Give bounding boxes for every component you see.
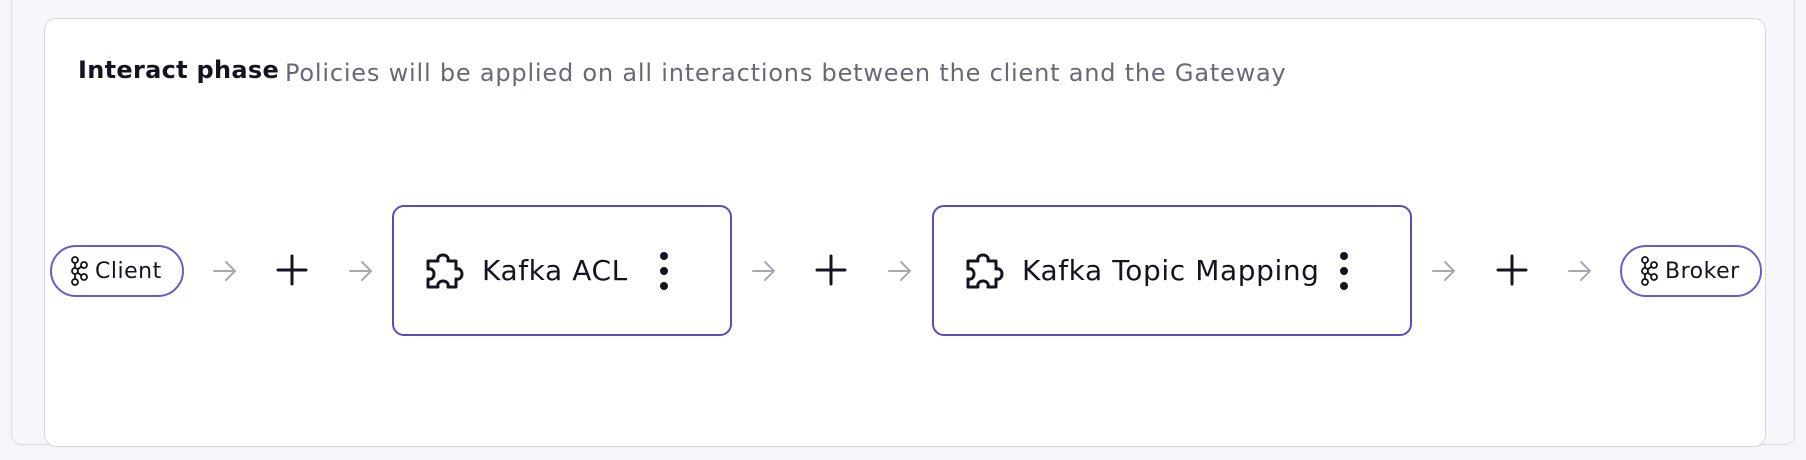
kafka-icon (1641, 256, 1658, 286)
policy-name: Kafka ACL (482, 254, 628, 287)
add-policy-button[interactable] (813, 252, 849, 288)
phase-title: Interact phase (78, 56, 280, 84)
interact-phase-card (44, 18, 1766, 447)
policy-step-kafka-topic-mapping[interactable]: Kafka Topic Mapping (932, 205, 1412, 336)
arrow-right-icon (213, 261, 236, 281)
policy-step-kafka-acl[interactable]: Kafka ACL (392, 205, 732, 336)
phase-description: Policies will be applied on all interact… (285, 59, 1287, 87)
add-policy-button[interactable] (1494, 252, 1530, 288)
policy-name: Kafka Topic Mapping (1022, 254, 1320, 287)
arrow-right-icon (888, 261, 911, 281)
add-policy-button[interactable] (274, 252, 310, 288)
broker-endpoint: Broker (1620, 245, 1762, 297)
client-label: Client (95, 258, 162, 284)
client-endpoint: Client (50, 245, 184, 297)
more-vertical-icon[interactable] (1334, 249, 1354, 293)
broker-label: Broker (1665, 258, 1740, 284)
more-vertical-icon[interactable] (654, 249, 674, 293)
arrow-right-icon (752, 261, 775, 281)
arrow-right-icon (1432, 261, 1455, 281)
puzzle-piece-icon (966, 253, 1004, 288)
arrow-right-icon (349, 261, 372, 281)
arrow-right-icon (1568, 261, 1591, 281)
kafka-icon (71, 256, 88, 286)
puzzle-piece-icon (426, 253, 464, 288)
